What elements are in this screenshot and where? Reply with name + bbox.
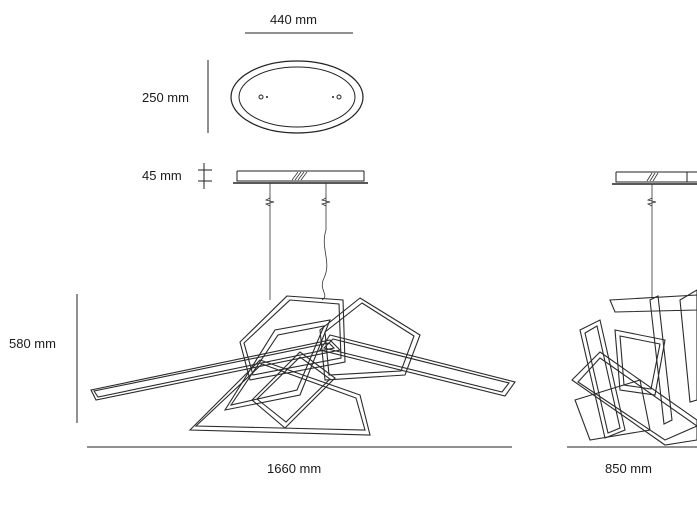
frame-arm-left bbox=[90, 339, 342, 401]
side-frame-cross bbox=[574, 379, 651, 441]
side-frame-right bbox=[679, 289, 697, 403]
side-view bbox=[571, 171, 697, 446]
fixture-height-label: 580 mm bbox=[9, 336, 56, 351]
side-frame-center-inner bbox=[619, 335, 661, 390]
canopy-top-view bbox=[207, 32, 364, 134]
frame-pentagon-right bbox=[319, 297, 421, 381]
canopy-body-outline bbox=[236, 171, 365, 182]
canopy-outer-oval bbox=[230, 60, 364, 134]
mounting-dot-left bbox=[266, 96, 268, 98]
frame-diamond-inner bbox=[229, 325, 325, 406]
side-canopy-body bbox=[615, 172, 697, 183]
side-frame-bottom bbox=[571, 351, 697, 446]
mounting-hole-left bbox=[258, 94, 264, 100]
frame-arm-right-inner bbox=[322, 338, 510, 393]
side-cable-grip bbox=[646, 172, 659, 182]
mounting-dot-right bbox=[332, 96, 334, 98]
canopy-depth-label: 250 mm bbox=[142, 90, 189, 105]
canopy-cable-grip bbox=[291, 171, 308, 181]
frame-pentagon-top bbox=[239, 295, 346, 381]
mounting-hole-right bbox=[336, 94, 342, 100]
frame-arm-right bbox=[319, 334, 516, 397]
frame-pentagon-top-inner bbox=[243, 299, 342, 376]
power-cord bbox=[321, 229, 328, 301]
side-frame-left-inner bbox=[584, 325, 621, 434]
fixture-front-view bbox=[90, 295, 516, 436]
side-frame-left bbox=[579, 319, 626, 439]
canopy-front-view bbox=[233, 170, 368, 301]
side-frame-spine bbox=[649, 295, 673, 425]
canopy-height-dimension bbox=[198, 163, 212, 189]
frame-square-center-inner bbox=[256, 356, 331, 423]
cable-adjuster-left bbox=[264, 197, 275, 207]
cable-adjuster-right bbox=[320, 197, 331, 207]
canopy-inner-oval bbox=[238, 66, 356, 128]
frame-pentagon-right-inner bbox=[324, 302, 415, 376]
side-cable-adjuster bbox=[646, 197, 657, 207]
frame-diamond bbox=[223, 319, 331, 411]
frame-quad-bottom-inner bbox=[194, 363, 366, 431]
frame-arm-left-inner bbox=[93, 342, 336, 398]
fixture-width-label: 1660 mm bbox=[267, 461, 322, 476]
frame-quad-bottom bbox=[188, 359, 371, 436]
canopy-width-label: 440 mm bbox=[270, 12, 317, 27]
canopy-height-label: 45 mm bbox=[142, 168, 182, 183]
side-frame-center bbox=[614, 329, 666, 396]
side-frame-top bbox=[609, 294, 697, 313]
frame-square-center bbox=[251, 351, 336, 429]
fixture-side-width-label: 850 mm bbox=[605, 461, 652, 476]
side-frame-bottom-inner bbox=[577, 357, 697, 441]
